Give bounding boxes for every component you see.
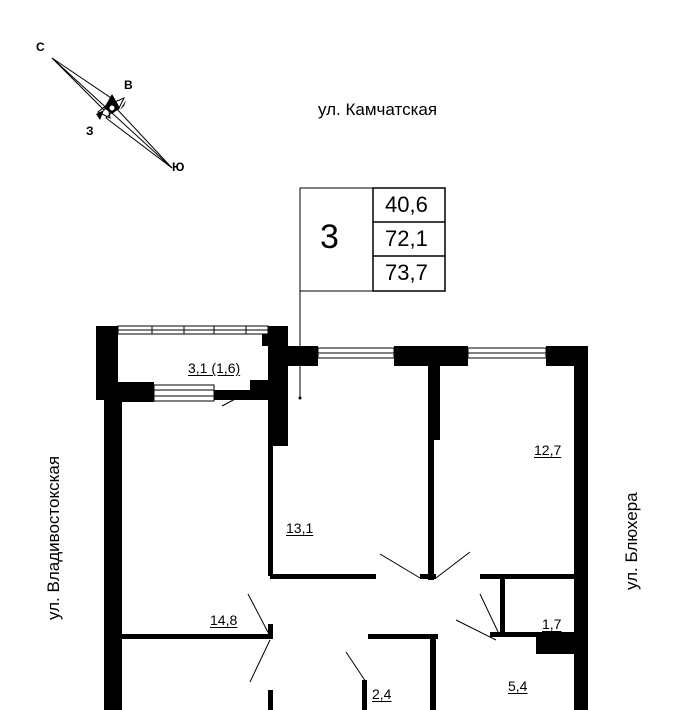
room-area-bedroom-left: 13,1 [286,520,314,536]
compass-west-label: З [86,124,94,138]
compass-north-label: С [36,40,45,54]
room-area-bathroom: 5,4 [508,678,528,694]
room-area-bedroom-right: 12,7 [534,442,562,458]
living-area: 40,6 [385,192,428,217]
room-area-living: 14,8 [210,612,238,628]
room-area-balcony: 3,1 (1,6) [188,360,241,376]
street-top-label: ул. Камчатская [318,100,438,119]
windows [117,325,547,402]
street-left-label: ул. Владивостокская [44,455,63,620]
total-area: 72,1 [385,226,428,251]
room-area-toilet: 2,4 [372,686,392,702]
walls [96,326,588,710]
street-right-label: ул. Блюхера [622,492,641,590]
apartment-info-box [298,187,446,400]
compass-icon [51,57,173,169]
rooms-count: 3 [320,218,339,256]
compass-east-label: В [124,78,133,92]
doors [221,389,501,683]
total-area-with-balcony: 73,7 [385,260,428,285]
compass-south-label: Ю [172,160,185,174]
room-area-bathroom-small: 1,7 [542,616,562,632]
